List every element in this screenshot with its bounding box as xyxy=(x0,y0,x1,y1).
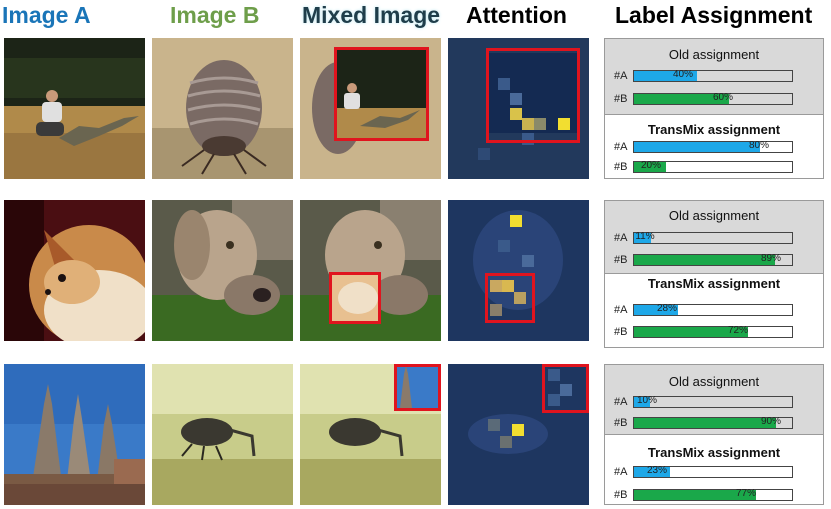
bar-value-a: 80% xyxy=(748,140,770,151)
bar-track xyxy=(633,326,793,338)
bar-value-b: 20% xyxy=(640,160,662,171)
transmix-bar-row-a: #A 23% xyxy=(605,465,823,479)
bar-fill-b xyxy=(634,490,756,500)
row2-attention-box xyxy=(485,273,535,323)
row1-mix-region-box xyxy=(334,47,429,141)
bar-label-a: #A xyxy=(614,232,628,244)
row2-label-panel: Old assignment #A 11% #B 89% TransMix as… xyxy=(604,200,824,348)
bar-fill-b xyxy=(634,327,748,337)
bar-track xyxy=(633,254,793,266)
bar-label-b: #B xyxy=(614,417,628,429)
row3-attention-map xyxy=(448,364,589,505)
old-assignment-title: Old assignment xyxy=(668,47,760,62)
bar-value-b: 60% xyxy=(712,92,734,103)
bar-value-a: 28% xyxy=(656,303,678,314)
bar-value-a: 23% xyxy=(646,465,668,476)
header-label-assignment: Label Assignment xyxy=(615,2,813,28)
transmix-bar-row-b: #B 20% xyxy=(605,160,823,174)
transmix-bar-row-a: #A 28% xyxy=(605,303,823,317)
old-bar-row-b: #B 60% xyxy=(605,92,823,106)
transmix-assignment-title: TransMix assignment xyxy=(647,445,781,460)
bar-track xyxy=(633,489,793,501)
bar-label-a: #A xyxy=(614,70,628,82)
bar-label-a: #A xyxy=(614,466,628,478)
row2-mixed-image xyxy=(300,200,441,341)
transmix-bar-row-b: #B 77% xyxy=(605,488,823,502)
bar-fill-b xyxy=(634,418,777,428)
transmix-assignment-title: TransMix assignment xyxy=(647,122,781,137)
old-bar-row-a: #A 10% xyxy=(605,395,823,409)
old-bar-row-b: #B 89% xyxy=(605,253,823,267)
row2-image-b xyxy=(152,200,293,341)
bar-track xyxy=(633,141,793,153)
bar-value-a: 10% xyxy=(636,395,658,406)
old-bar-row-a: #A 11% xyxy=(605,231,823,245)
row3-image-a xyxy=(4,364,145,505)
bar-track xyxy=(633,396,793,408)
bar-value-b: 72% xyxy=(727,325,749,336)
bar-track xyxy=(633,161,793,173)
bar-track xyxy=(633,232,793,244)
bar-label-a: #A xyxy=(614,396,628,408)
bar-fill-b xyxy=(634,162,666,172)
bar-track xyxy=(633,417,793,429)
row1-attention-map xyxy=(448,38,589,179)
bar-fill-a xyxy=(634,71,698,81)
row1-mixed-image xyxy=(300,38,441,179)
bar-label-a: #A xyxy=(614,304,628,316)
bar-track xyxy=(633,70,793,82)
transmix-assignment-section: TransMix assignment #A 28% #B 72% xyxy=(605,274,823,347)
row3-attention-box xyxy=(542,364,589,413)
row1-image-b xyxy=(152,38,293,179)
bar-label-b: #B xyxy=(614,489,628,501)
bar-value-a: 11% xyxy=(635,231,655,242)
bar-fill-b xyxy=(634,255,775,265)
row2-image-a xyxy=(4,200,145,341)
bar-label-b: #B xyxy=(614,161,628,173)
bar-fill-a xyxy=(634,397,650,407)
transmix-assignment-title: TransMix assignment xyxy=(647,276,781,291)
bar-fill-a xyxy=(634,305,679,315)
row3-image-b xyxy=(152,364,293,505)
old-assignment-section: Old assignment #A 10% #B 90% xyxy=(605,365,823,435)
old-assignment-section: Old assignment #A 11% #B 89% xyxy=(605,201,823,274)
bar-label-b: #B xyxy=(614,93,628,105)
old-assignment-section: Old assignment #A 40% #B 60% xyxy=(605,39,823,115)
row1-image-a xyxy=(4,38,145,179)
old-assignment-title: Old assignment xyxy=(668,374,760,389)
bar-track xyxy=(633,304,793,316)
transmix-bar-row-a: #A 80% xyxy=(605,140,823,154)
bar-fill-b xyxy=(634,94,729,104)
header-attention: Attention xyxy=(466,2,567,28)
old-bar-row-b: #B 90% xyxy=(605,416,823,430)
bar-fill-a xyxy=(634,233,652,243)
old-bar-row-a: #A 40% xyxy=(605,69,823,83)
transmix-bar-row-b: #B 72% xyxy=(605,325,823,339)
bar-track xyxy=(633,93,793,105)
transmix-assignment-section: TransMix assignment #A 23% #B 77% xyxy=(605,435,823,504)
bar-value-a: 40% xyxy=(672,69,694,80)
header-image-a: Image A xyxy=(2,2,91,28)
bar-track xyxy=(633,466,793,478)
bar-value-b: 77% xyxy=(735,488,757,499)
row3-mixed-image xyxy=(300,364,441,505)
old-assignment-title: Old assignment xyxy=(668,208,760,223)
bar-label-b: #B xyxy=(614,254,628,266)
row3-label-panel: Old assignment #A 10% #B 90% TransMix as… xyxy=(604,364,824,505)
row3-mix-region-box xyxy=(394,364,441,411)
bar-label-b: #B xyxy=(614,326,628,338)
transmix-assignment-section: TransMix assignment #A 80% #B 20% xyxy=(605,115,823,178)
row1-label-panel: Old assignment #A 40% #B 60% TransMix as… xyxy=(604,38,824,179)
bar-fill-a xyxy=(634,467,671,477)
bar-value-b: 90% xyxy=(760,416,782,427)
row2-attention-map xyxy=(448,200,589,341)
bar-value-b: 89% xyxy=(760,253,782,264)
header-mixed-image: Mixed Image xyxy=(302,2,441,28)
header-image-b: Image B xyxy=(170,2,260,28)
row1-attention-box xyxy=(486,48,580,143)
bar-fill-a xyxy=(634,142,761,152)
row2-mix-region-box xyxy=(329,272,381,324)
bar-label-a: #A xyxy=(614,141,628,153)
